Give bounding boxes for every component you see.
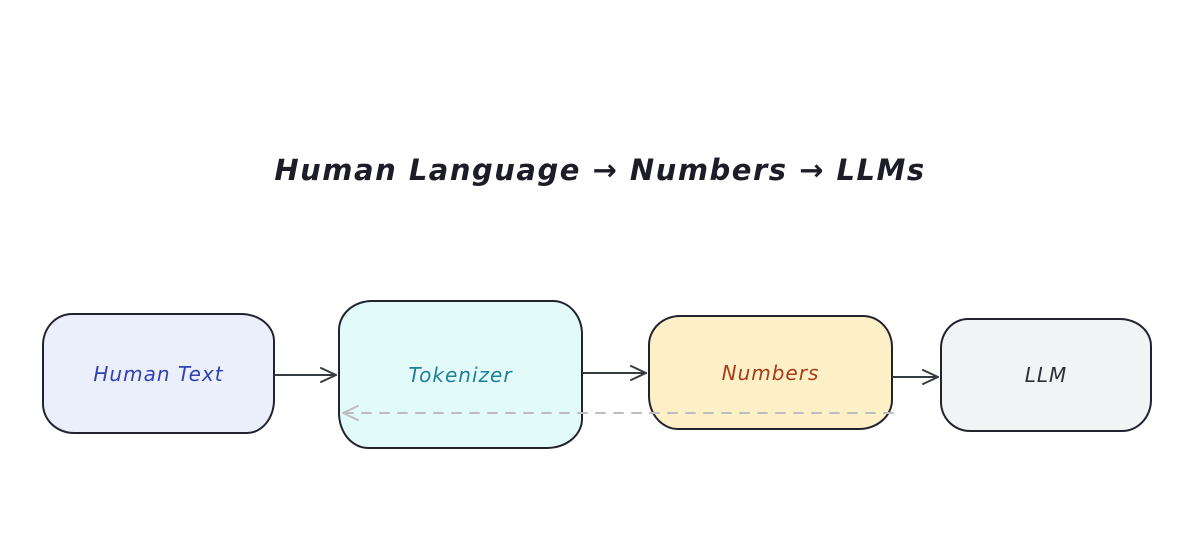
node-human-text[interactable]: Human Text: [42, 313, 275, 434]
node-llm-label: LLM: [1024, 363, 1068, 387]
node-llm[interactable]: LLM: [940, 318, 1152, 432]
arrow-human-text-to-tokenizer[interactable]: [274, 367, 337, 383]
node-numbers-label: Numbers: [721, 360, 820, 385]
node-tokenizer-label: Tokenizer: [408, 362, 513, 387]
arrow-tokenizer-to-numbers[interactable]: [582, 365, 647, 381]
node-human-text-label: Human Text: [93, 361, 224, 386]
node-tokenizer[interactable]: Tokenizer: [338, 300, 583, 449]
arrow-numbers-to-llm[interactable]: [892, 369, 939, 385]
node-numbers[interactable]: Numbers: [648, 315, 893, 430]
diagram-title[interactable]: Human Language → Numbers → LLMs: [274, 153, 926, 187]
